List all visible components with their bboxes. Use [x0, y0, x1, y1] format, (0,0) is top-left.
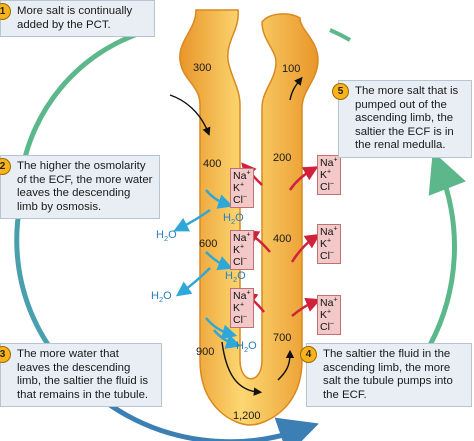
step-number-badge: 5 — [332, 83, 349, 100]
osmolarity-desc-600: 600 — [199, 238, 218, 250]
water-label-3: H2O — [225, 270, 246, 285]
ion-box-left-3: Na+ K+ Cl− — [230, 288, 254, 328]
ion-box-right-2: Na+ K+ Cl− — [317, 224, 341, 264]
step-number-badge: 2 — [0, 158, 11, 175]
callout-text: The more water that leaves the descendin… — [17, 348, 149, 401]
sodium-ion: Na+ — [320, 156, 338, 170]
callout-text: The higher the osmolarity of the ECF, th… — [17, 160, 153, 213]
potassium-ion: K+ — [320, 308, 332, 322]
chloride-ion: Cl− — [320, 249, 335, 263]
step-number-badge: 1 — [0, 3, 11, 20]
osmolarity-bottom-1200: 1,200 — [233, 410, 261, 422]
ion-box-right-3: Na+ K+ Cl− — [317, 295, 341, 335]
water-label-5: H2O — [236, 340, 257, 355]
potassium-ion: K+ — [233, 181, 245, 195]
loop-of-henle-tubule — [179, 9, 319, 426]
chloride-ion: Cl− — [233, 313, 248, 327]
sodium-ion: Na+ — [233, 169, 251, 183]
step-number-badge: 4 — [300, 346, 317, 363]
osmolarity-asc-200: 200 — [273, 152, 292, 164]
osmolarity-desc-300: 300 — [193, 62, 212, 74]
sodium-ion: Na+ — [320, 225, 338, 239]
potassium-ion: K+ — [233, 301, 245, 315]
callout-text: More salt is continually added by the PC… — [17, 5, 133, 31]
callout-step-4: 4 The saltier the fluid in the ascending… — [300, 343, 472, 408]
step-number-badge: 3 — [0, 346, 11, 363]
chloride-ion: Cl− — [320, 180, 335, 194]
callout-step-5: 5 The more salt that is pumped out of th… — [332, 80, 472, 158]
callout-text: The saltier the fluid in the ascending l… — [323, 348, 453, 401]
osmolarity-desc-900: 900 — [196, 346, 215, 358]
potassium-ion: K+ — [320, 168, 332, 182]
osmolarity-asc-400: 400 — [273, 233, 292, 245]
sodium-ion: Na+ — [320, 296, 338, 310]
tubule-flow-arrows — [169, 76, 303, 396]
ion-box-left-2: Na+ K+ Cl− — [230, 230, 254, 270]
chloride-ion: Cl− — [233, 193, 248, 207]
chloride-ion: Cl− — [320, 320, 335, 334]
osmolarity-desc-400: 400 — [203, 158, 222, 170]
osmolarity-asc-100: 100 — [282, 63, 301, 75]
ion-box-right-1: Na+ K+ Cl− — [317, 155, 341, 195]
callout-step-1: 1 More salt is continually added by the … — [0, 0, 155, 38]
ion-box-left-1: Na+ K+ Cl− — [230, 168, 254, 208]
water-label-1: H2O — [223, 212, 244, 227]
sodium-ion: Na+ — [233, 289, 251, 303]
potassium-ion: K+ — [233, 243, 245, 257]
water-label-2: H2O — [156, 229, 177, 244]
osmolarity-asc-700: 700 — [273, 332, 292, 344]
water-efflux-arrows — [173, 189, 242, 349]
potassium-ion: K+ — [320, 237, 332, 251]
callout-step-3: 3 The more water that leaves the descend… — [0, 343, 162, 408]
water-label-4: H2O — [151, 290, 172, 305]
chloride-ion: Cl− — [233, 255, 248, 269]
callout-text: The more salt that is pumped out of the … — [355, 85, 459, 152]
callout-step-2: 2 The higher the osmolarity of the ECF, … — [0, 155, 160, 220]
sodium-ion: Na+ — [233, 231, 251, 245]
